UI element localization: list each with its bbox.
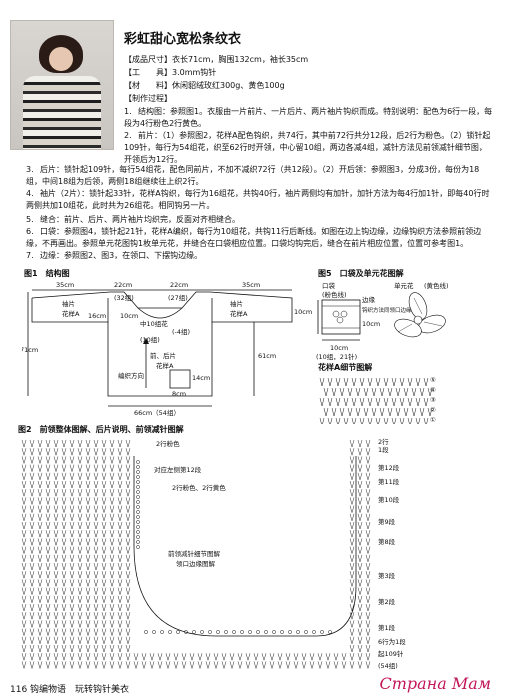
figA-row-5: ⑤ [430,376,436,384]
fig1-dim-7: 10cm [120,312,138,320]
fig1-body-pattern: 花样A [156,361,174,370]
fig1-sleeve-left-pattern: 花样A [62,309,80,318]
figA-row-2: ② [430,406,436,414]
fig2-right-3: 第12段 [378,463,400,472]
fig2-diagram: 2行粉色 对应左侧第12段 2行粉色、2行黄色 前领减针细节图解 领口边缘图解 … [21,437,406,670]
figA-row-4: ④ [430,386,436,394]
fig1-sleeve-right-pattern: 花样A [230,309,248,318]
watermark-logo: Страна Мам [379,674,491,693]
fig1-dim-2: 22cm [114,281,132,289]
fig2-right-2: 1段 [378,445,389,454]
fig1-dim-8: (32组) [114,293,134,302]
step-6: 6.口袋：参照图4，锁针起21针，花样A编织，每行为10组花，共钩11行后断线。… [26,227,482,248]
step-1: 1.结构图：参照图1。衣服由一片前片、一片后片、两片袖片钩织而成。特别说明：配色… [124,107,493,128]
fig5-dim-2: 10cm [330,344,348,352]
step-2: 2.前片：（1）参照图2，花样A配色钩织，共74行，其中前72行共分12段，后2… [124,131,491,164]
fig1-body-label: 前、后片 [150,351,176,360]
fig1-dim-3: 22cm [170,281,188,289]
fig2-right-10: 第1段 [378,623,396,632]
fig1-sleeve-right: 袖片 [230,299,243,308]
fig2-note-4: 前领减针细节图解 [168,549,221,558]
fig5-edge-method: 钩织方法同领口边缘 [362,306,412,314]
fig2-right-7: 第8段 [378,537,396,546]
fig5-pocket-label: 口袋 [322,281,336,290]
figA-row-1: ① [430,416,436,424]
fig2-right-8: 第3段 [378,571,396,580]
fig2-note-3: 2行粉色、2行黄色 [172,483,226,492]
fig2-bottom-2: 起109针 [378,649,404,658]
fig5-edge-note: 边缘 [362,295,376,304]
fig2-title: 图2 前领整体图解、后片说明、前领减针图解 [18,425,184,434]
fig5-dim-1: 10cm [362,320,380,328]
fig5-diagram: 口袋 (粉色线) 单元花 (黄色线) 边缘 钩织方法同领口边缘 10cm 10c… [316,281,449,361]
fig5-flower-label: 单元花 [394,281,414,290]
spec-material: 【材 料】休闲貂绒玫红300g、黄色100g [124,81,285,90]
fig2-bottom-3: (54组) [378,661,398,670]
fig2-note-2: 对应左侧第12段 [154,465,202,474]
figA-row-3: ③ [430,396,436,404]
fig1-dim-11: 61cm [258,352,276,360]
fig1-dim-1: 35cm [56,281,74,289]
fig1-dim-14: 66cm（54组） [134,408,180,417]
page-title: 彩虹甜心宽松条纹衣 [124,32,242,47]
fig2-right-9: 第2段 [378,597,396,606]
fig2-right-6: 第9段 [378,517,396,526]
fig1-direction: 编织方向 [118,371,144,380]
fig5-pocket-color: (粉色线) [322,290,347,299]
figA-title: 花样A细节图解 [318,363,373,372]
fig5-dim-3: (10组，21针) [316,352,357,361]
spec-process: 【制作过程】 [124,94,172,103]
fig2-right-4: 第11段 [378,477,400,486]
fig1-diagram: 35cm 22cm 22cm 35cm 10cm 16cm 10cm (32组)… [22,281,312,417]
fig5-flower-color: (黄色线) [424,281,449,290]
fig2-bottom-1: 6行为1段 [378,637,406,646]
fig5-title: 图5 口袋及单元花图解 [318,269,404,278]
fig2-right-5: 第10段 [378,495,400,504]
fig1-dim-9: (-4组) [172,327,190,336]
fig1-title: 图1 结构图 [24,269,70,278]
fig2-note-1: 2行粉色 [156,439,180,448]
spec-size: 【成品尺寸】衣长71cm，胸围132cm，袖长35cm [124,55,309,64]
fig1-dim-5: 10cm [294,308,312,316]
step-4: 4.袖片（2片）：锁针起33针，花样A钩织，每行为16组花，共钩40行，袖片两侧… [26,189,490,210]
fig2-note-5: 领口边缘图解 [176,559,216,568]
figA-diagram: ⑤ ④ ③ ② ① [319,376,436,424]
fig1-dim-15: (27组) [168,293,188,302]
model-photo [10,20,114,150]
fig1-dim-16: (10组) [140,335,160,344]
fig1-dim-12: 14cm [192,374,210,382]
fig1-sleeve-left: 袖片 [62,299,75,308]
step-7: 7.边缘：参照图2、图3，在领口、下摆钩边缘。 [26,251,203,260]
fig1-center-label: 中10组花 [140,319,168,328]
fig2-right-1: 2行 [378,437,389,446]
fig1-dim-13: 8cm [172,390,186,398]
fig1-dim-10: 71cm [22,346,38,354]
fig1-dim-4: 35cm [242,281,260,289]
spec-tool: 【工 具】3.0mm钩针 [124,68,217,77]
step-3: 3.后片：锁针起109针，每行54组花，配色同前片，不加不减织72行（共12段）… [26,165,480,186]
step-5: 5.缝合：前片、后片、两片袖片均织完，反面对齐相缝合。 [26,215,240,224]
page-footer: 116 钩编物语 玩转钩针美衣 [10,685,130,695]
fig1-dim-6: 16cm [88,312,106,320]
